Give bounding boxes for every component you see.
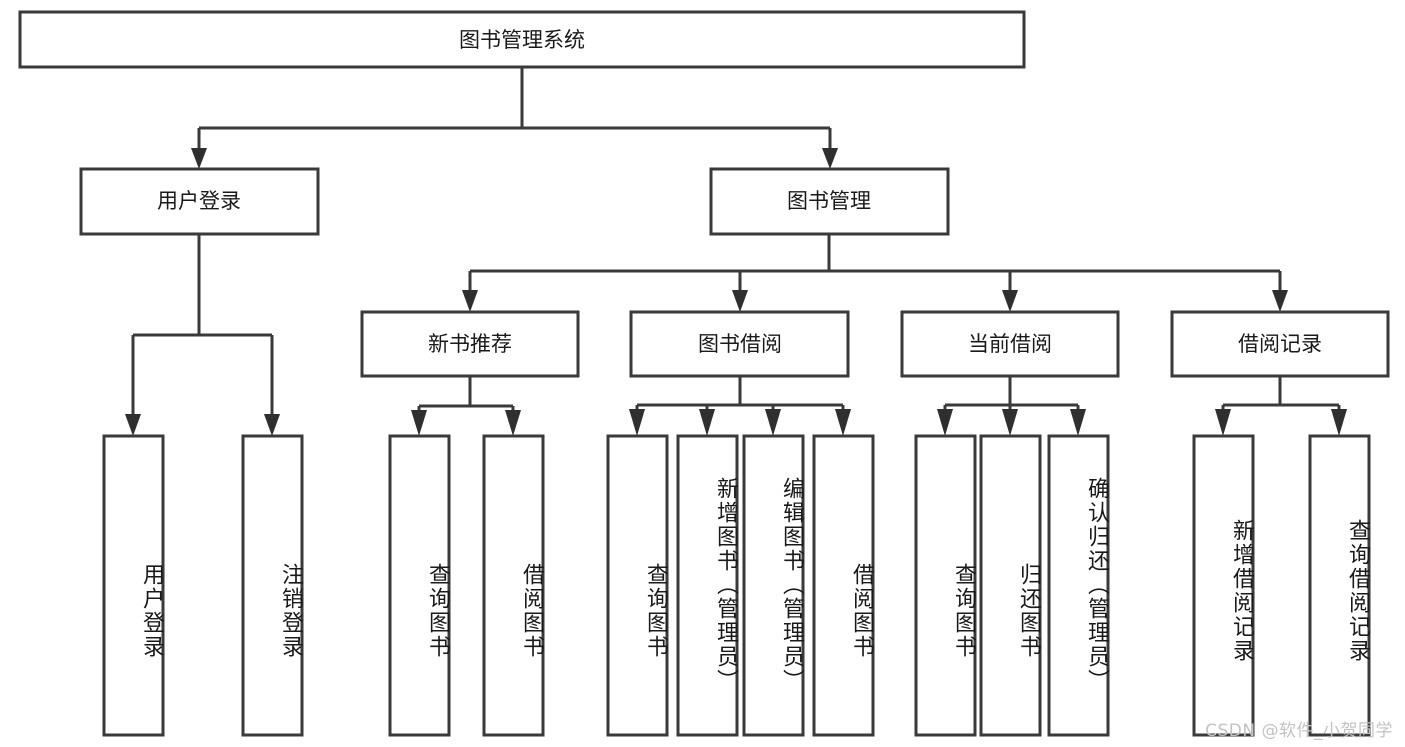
node-user-login-box[interactable] bbox=[79, 167, 320, 236]
connector-group-borrow-record-to-leaves bbox=[1215, 376, 1347, 436]
leaf-box-query-book-bb[interactable] bbox=[606, 434, 669, 737]
leaf-box-user-login[interactable] bbox=[102, 434, 165, 737]
node-current-borrowing[interactable]: 当前借阅 bbox=[900, 310, 1120, 378]
arrow-icon-to-new-book-rec bbox=[462, 290, 478, 312]
node-borrowing-record[interactable]: 借阅记录 bbox=[1170, 310, 1390, 378]
leaf-box-confirm-return-admin[interactable] bbox=[1047, 434, 1110, 737]
arrow-icon-cb-leaf-1 bbox=[937, 409, 953, 436]
node-user-login[interactable]: 用户登录 bbox=[79, 167, 320, 236]
node-root-box[interactable] bbox=[18, 10, 1026, 69]
csdn-watermark: CSDN @软件_小贺同学 bbox=[1205, 721, 1393, 741]
leaf-box-query-borrow-record[interactable] bbox=[1308, 434, 1371, 737]
leaf-box-logout-login[interactable] bbox=[241, 434, 304, 737]
arrow-icon-br-leaf-1 bbox=[1215, 409, 1231, 436]
node-new-book-recommendation[interactable]: 新书推荐 bbox=[360, 310, 580, 378]
node-book-borrowing[interactable]: 图书借阅 bbox=[629, 310, 850, 378]
arrow-icon-cb-leaf-3 bbox=[1070, 409, 1086, 436]
node-root-label: 图书管理系统 bbox=[459, 28, 585, 52]
node-current-borrowing-box[interactable] bbox=[900, 310, 1120, 378]
leaf-box-query-book-nbr[interactable] bbox=[388, 434, 451, 737]
leaf-box-query-book-cb[interactable] bbox=[914, 434, 977, 737]
node-root-system[interactable]: 图书管理系统 bbox=[18, 10, 1026, 69]
connector-group-book-mgmt-to-level3 bbox=[462, 234, 1288, 312]
node-book-borrowing-box[interactable] bbox=[629, 310, 850, 378]
arrow-icon-user-login-leaf-1 bbox=[125, 414, 141, 436]
connector-group-root-to-level2 bbox=[191, 67, 838, 169]
leaf-box-borrow-book-bb[interactable] bbox=[812, 434, 875, 737]
node-book-management[interactable]: 图书管理 bbox=[709, 167, 950, 236]
arrow-icon-to-current-borrow bbox=[1002, 290, 1018, 312]
connector-group-current-borrow-to-leaves bbox=[937, 376, 1086, 436]
node-book-borrowing-label: 图书借阅 bbox=[698, 332, 782, 356]
arrow-icon-br-leaf-2 bbox=[1331, 409, 1347, 436]
arrow-icon-bb-leaf-3 bbox=[765, 409, 781, 436]
node-book-management-box[interactable] bbox=[709, 167, 950, 236]
arrow-icon-to-book-borrow bbox=[732, 290, 748, 312]
leaf-box-return-book[interactable] bbox=[979, 434, 1042, 737]
node-borrowing-record-label: 借阅记录 bbox=[1238, 332, 1322, 356]
arrow-icon-cb-leaf-2 bbox=[1002, 409, 1018, 436]
node-new-book-recommendation-label: 新书推荐 bbox=[428, 332, 512, 356]
arrow-icon-user-login-leaf-2 bbox=[264, 414, 280, 436]
arrow-icon-nbr-leaf-1 bbox=[411, 410, 427, 436]
arrow-icon-nbr-leaf-2 bbox=[505, 410, 521, 436]
connector-group-new-book-rec-to-leaves bbox=[411, 376, 521, 436]
leaf-box-add-borrow-record[interactable] bbox=[1192, 434, 1255, 737]
leaf-box-borrow-book-nbr[interactable] bbox=[482, 434, 545, 737]
connector-group-user-login-to-leaves bbox=[125, 234, 280, 436]
node-new-book-recommendation-box[interactable] bbox=[360, 310, 580, 378]
node-user-login-label: 用户登录 bbox=[157, 189, 241, 213]
node-borrowing-record-box[interactable] bbox=[1170, 310, 1390, 378]
node-current-borrowing-label: 当前借阅 bbox=[968, 332, 1052, 356]
connector-group-book-borrow-to-leaves bbox=[629, 376, 851, 436]
arrow-icon-bb-leaf-1 bbox=[629, 409, 645, 436]
arrow-icon-root-to-book-mgmt bbox=[822, 148, 838, 169]
leaf-box-edit-book-admin[interactable] bbox=[742, 434, 805, 737]
arrow-icon-to-borrow-record bbox=[1272, 290, 1288, 312]
arrow-icon-bb-leaf-2 bbox=[699, 409, 715, 436]
node-book-management-label: 图书管理 bbox=[787, 189, 871, 213]
arrow-icon-root-to-user-login bbox=[191, 148, 207, 169]
leaf-box-add-book-admin[interactable] bbox=[676, 434, 739, 737]
arrow-icon-bb-leaf-4 bbox=[835, 409, 851, 436]
